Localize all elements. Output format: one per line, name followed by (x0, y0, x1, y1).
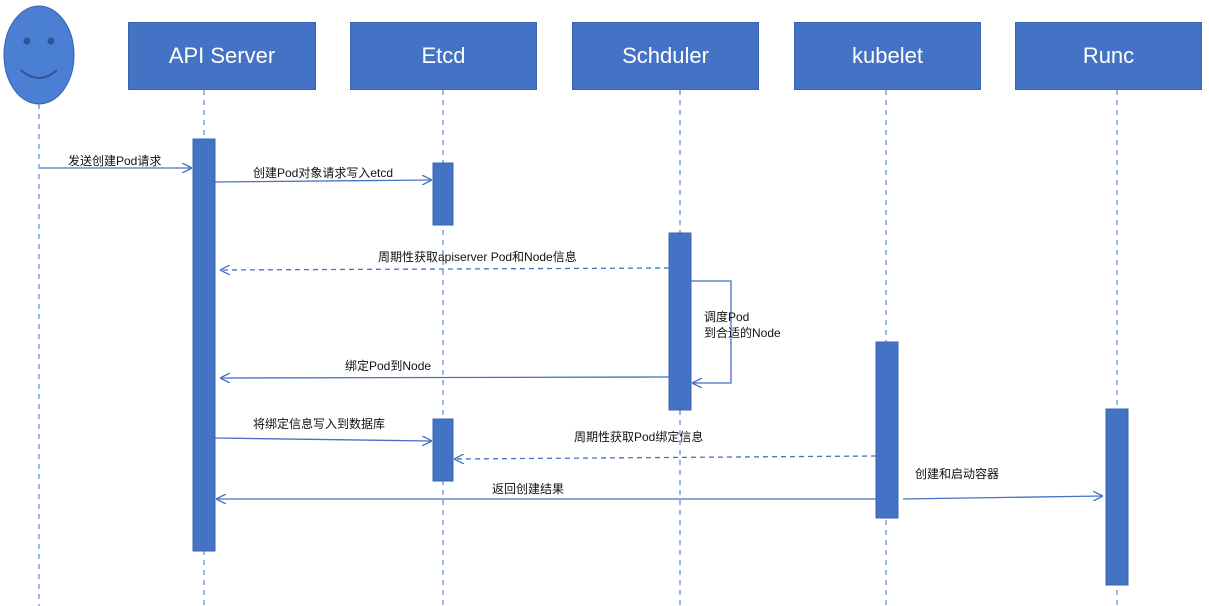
runc-activation (1105, 408, 1129, 586)
label-write-binding: 将绑定信息写入到数据库 (253, 417, 386, 431)
label-poll-apiserver: 周期性获取apiserver Pod和Node信息 (378, 250, 577, 264)
actor-runc: Runc (1015, 22, 1202, 90)
smiley-face-icon (3, 5, 75, 105)
etcd-activation-2 (432, 418, 454, 482)
label-schedule-pod-line1: 调度Pod (704, 310, 750, 324)
actor-kubelet: kubelet (794, 22, 981, 90)
scheduler-activation (668, 232, 692, 411)
arrow-write-etcd (214, 180, 431, 182)
label-bind-pod: 绑定Pod到Node (345, 359, 432, 373)
smiley-mouth (20, 69, 58, 79)
arrow-bind-pod (221, 377, 670, 378)
actor-etcd: Etcd (350, 22, 537, 90)
actor-scheduler: Schduler (572, 22, 759, 90)
label-return-result: 返回创建结果 (492, 482, 565, 496)
arrow-write-binding (214, 438, 431, 441)
arrow-self-schedule (691, 280, 732, 383)
label-poll-binding: 周期性获取Pod绑定信息 (574, 430, 704, 444)
label-schedule-pod-line2: 到合适的Node (704, 326, 781, 340)
kubelet-activation (875, 341, 899, 519)
api-server-activation (192, 138, 216, 552)
label-send-create-pod: 发送创建Pod请求 (68, 154, 162, 168)
arrow-poll-binding (455, 456, 877, 459)
label-create-container: 创建和启动容器 (915, 467, 1000, 481)
arrow-create-container (902, 496, 1102, 499)
smiley-left-eye (23, 37, 31, 45)
user-actor (3, 5, 75, 105)
etcd-activation-1 (432, 162, 454, 226)
actor-api-server: API Server (128, 22, 316, 90)
label-write-etcd: 创建Pod对象请求写入etcd (253, 166, 394, 180)
arrow-poll-apiserver (221, 268, 670, 270)
smiley-right-eye (47, 37, 55, 45)
